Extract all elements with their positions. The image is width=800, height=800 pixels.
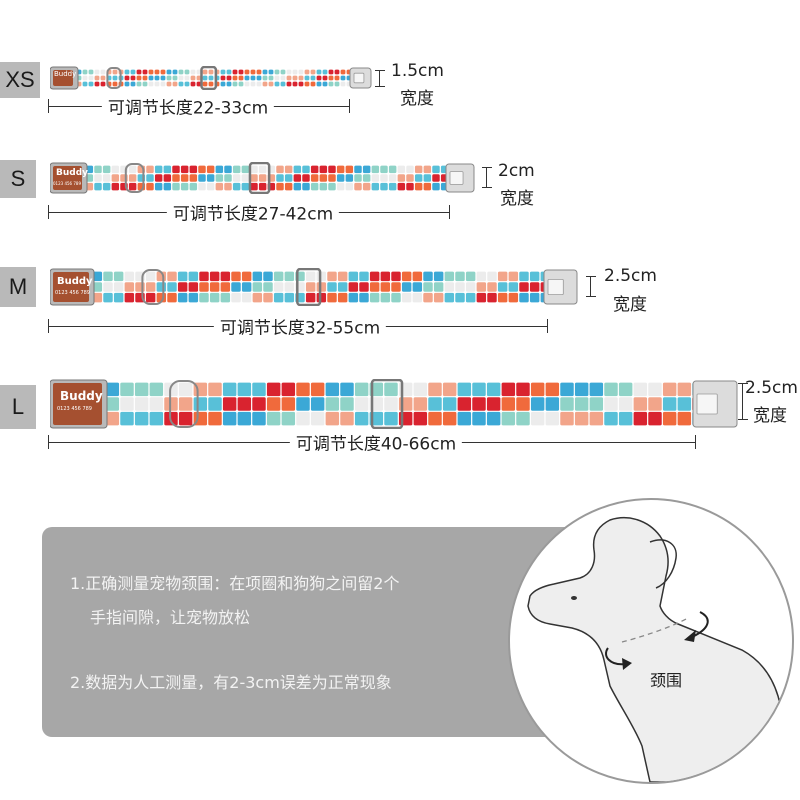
dog-illustration xyxy=(527,516,792,782)
length-cap-right xyxy=(547,319,548,333)
note-2: 2.数据为人工测量，有2-3cm误差为正常现象 xyxy=(70,673,392,692)
collar-xs xyxy=(50,66,372,90)
length-label-m: 可调节长度32-55cm xyxy=(213,313,387,339)
length-cap-left xyxy=(48,435,49,449)
phone-tag-s: 0123 456 789 xyxy=(53,181,81,186)
size-tag-xs: XS xyxy=(0,62,40,98)
note-1-line-1: 1.正确测量宠物颈围：在项圈和狗狗之间留2个 xyxy=(70,574,400,593)
length-cap-right xyxy=(349,99,350,113)
size-tag-s: S xyxy=(0,160,36,198)
width-label-m: 宽度 xyxy=(613,295,647,315)
width-value-s: 2cm xyxy=(498,161,535,181)
width-marker-xs xyxy=(375,70,385,87)
length-cap-right xyxy=(449,205,450,219)
width-label-l: 宽度 xyxy=(753,406,787,426)
length-cap-right xyxy=(695,435,696,449)
size-tag-l: L xyxy=(0,385,36,429)
name-tag-s: Buddy xyxy=(56,168,89,178)
length-cap-left xyxy=(48,99,49,113)
phone-tag-l: 0123 456 789 xyxy=(57,406,92,412)
width-value-m: 2.5cm xyxy=(604,266,657,286)
length-label-xs: 可调节长度22-33cm xyxy=(101,93,275,119)
collar-s xyxy=(50,162,475,194)
dog-illustration-circle xyxy=(508,498,794,784)
note-1-line-2: 手指间隙，让宠物放松 xyxy=(90,608,251,627)
name-tag-xs: Buddy xyxy=(54,70,77,78)
length-cap-left xyxy=(48,205,49,219)
width-marker-s xyxy=(482,167,492,188)
length-label-l: 可调节长度40-66cm xyxy=(289,429,463,455)
name-tag-m: Buddy xyxy=(57,276,93,287)
phone-tag-m: 0123 456 789 xyxy=(55,290,90,296)
width-label-xs: 宽度 xyxy=(400,89,434,109)
width-value-xs: 1.5cm xyxy=(391,61,444,81)
width-marker-l xyxy=(738,383,748,420)
collar-m xyxy=(50,268,578,306)
length-label-s: 可调节长度27-42cm xyxy=(166,199,340,225)
neck-girth-label: 颈围 xyxy=(650,671,683,690)
name-tag-l: Buddy xyxy=(60,389,103,403)
size-tag-m: M xyxy=(0,267,36,307)
length-cap-left xyxy=(48,319,49,333)
width-label-s: 宽度 xyxy=(500,189,534,209)
width-value-l: 2.5cm xyxy=(745,378,798,398)
collar-l xyxy=(50,379,738,429)
width-marker-m xyxy=(586,276,596,297)
